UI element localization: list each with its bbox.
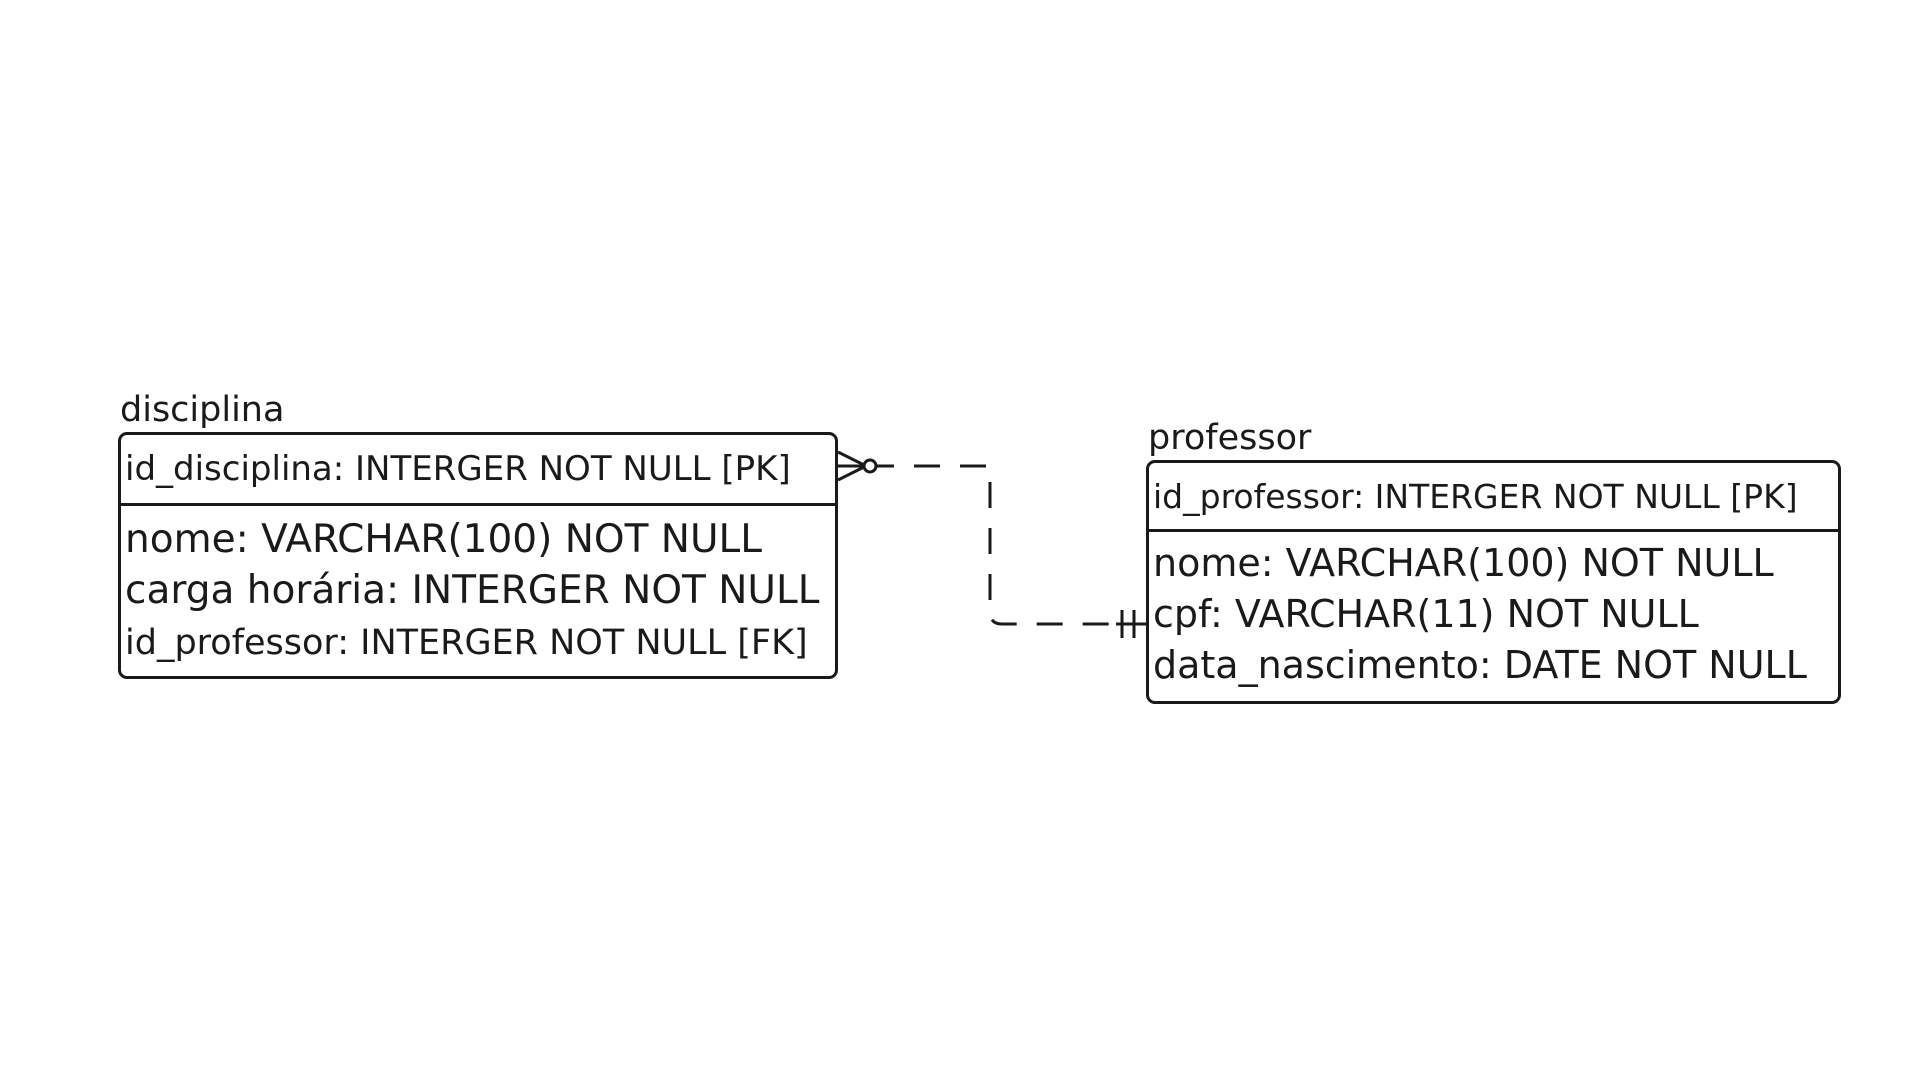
entity-title: professor [1148, 418, 1312, 458]
attribute-list: nome: VARCHAR(100) NOT NULL cpf: VARCHAR… [1149, 532, 1838, 701]
attribute-row: id_professor: INTERGER NOT NULL [FK] [125, 623, 808, 663]
attribute-row: carga horária: INTERGER NOT NULL [125, 568, 820, 613]
entity-table: id_disciplina: INTERGER NOT NULL [PK] no… [118, 432, 838, 679]
entity-disciplina[interactable]: disciplina id_disciplina: INTERGER NOT N… [118, 388, 838, 679]
entity-table: id_professor: INTERGER NOT NULL [PK] nom… [1146, 460, 1841, 704]
entity-title: disciplina [120, 390, 285, 430]
primary-key-row: id_disciplina: INTERGER NOT NULL [PK] [121, 435, 835, 506]
attribute-row: nome: VARCHAR(100) NOT NULL [1153, 541, 1774, 585]
entity-professor[interactable]: professor id_professor: INTERGER NOT NUL… [1146, 416, 1841, 704]
attribute-row: data_nascimento: DATE NOT NULL [1153, 643, 1807, 687]
attribute-row: nome: VARCHAR(100) NOT NULL [125, 517, 762, 562]
relationship-line[interactable] [868, 464, 1146, 626]
attribute-list: nome: VARCHAR(100) NOT NULL carga horári… [121, 506, 835, 676]
attribute-row: cpf: VARCHAR(11) NOT NULL [1153, 592, 1699, 636]
primary-key-row: id_professor: INTERGER NOT NULL [PK] [1149, 463, 1838, 532]
